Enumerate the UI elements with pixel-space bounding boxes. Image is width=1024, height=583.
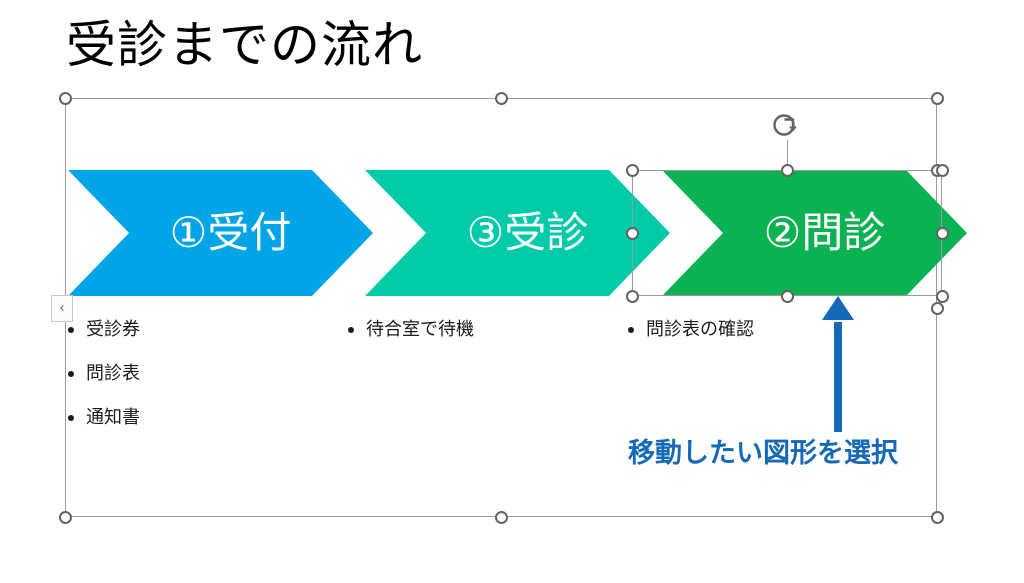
frame-handle-top-right[interactable] <box>930 91 944 105</box>
frame-handle-bottom-center[interactable] <box>494 510 508 524</box>
rotate-handle-stem <box>787 140 788 170</box>
selected-shape-bounding-box[interactable] <box>632 170 942 296</box>
shape-handle-bottom-left[interactable] <box>625 289 639 303</box>
shape-handle-bottom-right[interactable] <box>935 289 949 303</box>
frame-handle-top-center[interactable] <box>494 91 508 105</box>
shape-handle-middle-left[interactable] <box>625 226 639 240</box>
frame-handle-bottom-right[interactable] <box>930 510 944 524</box>
bullet-column-3: 問診表の確認 <box>628 320 754 364</box>
frame-handle-middle-right[interactable] <box>930 301 944 315</box>
annotation-text: 移動したい図形を選択 <box>628 438 898 468</box>
process-step-2-label: ③受診 <box>466 209 589 256</box>
rotate-icon <box>773 114 797 136</box>
shape-handle-bottom-center[interactable] <box>780 289 794 303</box>
bullet-column-1: 受診券 問診表 通知書 <box>68 320 140 452</box>
list-item: 受診券 <box>68 320 140 338</box>
page-title: 受診までの流れ <box>66 17 423 73</box>
list-item: 問診表の確認 <box>628 320 754 338</box>
bullet-list-1: 受診券 問診表 通知書 <box>68 320 140 426</box>
process-step-3-label: ②問診 <box>763 209 886 256</box>
list-item: 問診表 <box>68 364 140 382</box>
shape-handle-middle-right[interactable] <box>935 226 949 240</box>
bullet-list-2: 待合室で待機 <box>348 320 474 338</box>
list-item: 通知書 <box>68 408 140 426</box>
chevron-left-icon: ‹ <box>59 301 65 316</box>
list-item: 待合室で待機 <box>348 320 474 338</box>
bullet-column-2: 待合室で待機 <box>348 320 474 364</box>
arrow-up-icon <box>822 296 854 432</box>
shape-handle-top-left[interactable] <box>625 163 639 177</box>
shape-handle-top-right[interactable] <box>935 163 949 177</box>
frame-handle-bottom-left[interactable] <box>58 510 72 524</box>
annotation-arrow-up-icon <box>820 296 856 432</box>
bullet-list-3: 問診表の確認 <box>628 320 754 338</box>
shape-handle-top-center[interactable] <box>780 163 794 177</box>
outline-collapse-button[interactable]: ‹ <box>51 295 73 322</box>
rotate-handle-icon[interactable] <box>770 110 802 142</box>
process-step-1-label: ①受付 <box>169 209 292 256</box>
frame-handle-top-left[interactable] <box>58 91 72 105</box>
